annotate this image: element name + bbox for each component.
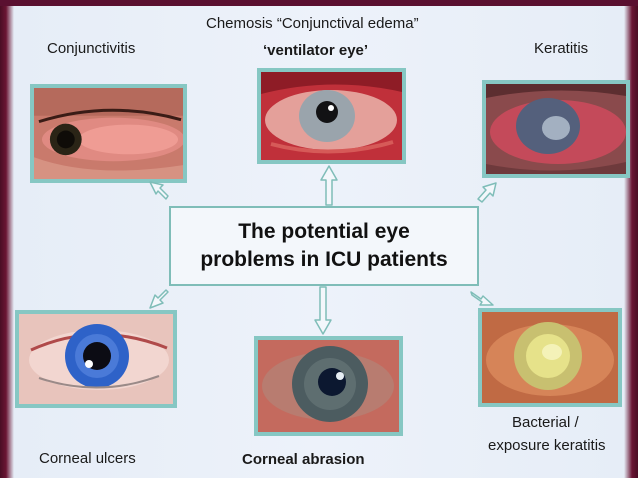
keratitis-eye-image: [482, 80, 630, 178]
chemosis-eye-image: [257, 68, 406, 164]
conjunctivitis-eye-image: [30, 84, 187, 183]
label-chemosis: Chemosis “Conjunctival edema”: [206, 15, 419, 32]
arrow-to-conjunctivitis: [149, 181, 169, 200]
center-title-box: The potential eye problems in ICU patien…: [169, 206, 479, 286]
corneal-abrasion-eye-image: [254, 336, 403, 436]
label-ventilator-eye: ‘ventilator eye’: [263, 42, 369, 59]
arrow-to-keratitis: [477, 182, 497, 203]
label-corneal-ulcers: Corneal ulcers: [39, 450, 136, 467]
label-bacterial-line2: exposure keratitis: [488, 437, 606, 454]
top-band: [0, 0, 638, 6]
corneal-ulcers-eye-image: [15, 310, 177, 408]
label-keratitis: Keratitis: [534, 40, 589, 57]
title-line-2: problems in ICU patients: [200, 248, 448, 271]
label-conjunctivitis: Conjunctivitis: [47, 40, 136, 57]
arrow-to-corneal-abrasion: [314, 286, 332, 335]
arrow-to-chemosis: [320, 165, 338, 206]
bacterial-keratitis-eye-image: [478, 308, 622, 407]
title-line-1: The potential eye: [238, 220, 410, 243]
arrow-to-corneal-ulcers: [149, 289, 169, 309]
arrow-to-bacterial-keratitis: [470, 291, 494, 306]
label-corneal-abrasion: Corneal abrasion: [242, 451, 365, 468]
label-bacterial-line1: Bacterial /: [512, 414, 579, 431]
